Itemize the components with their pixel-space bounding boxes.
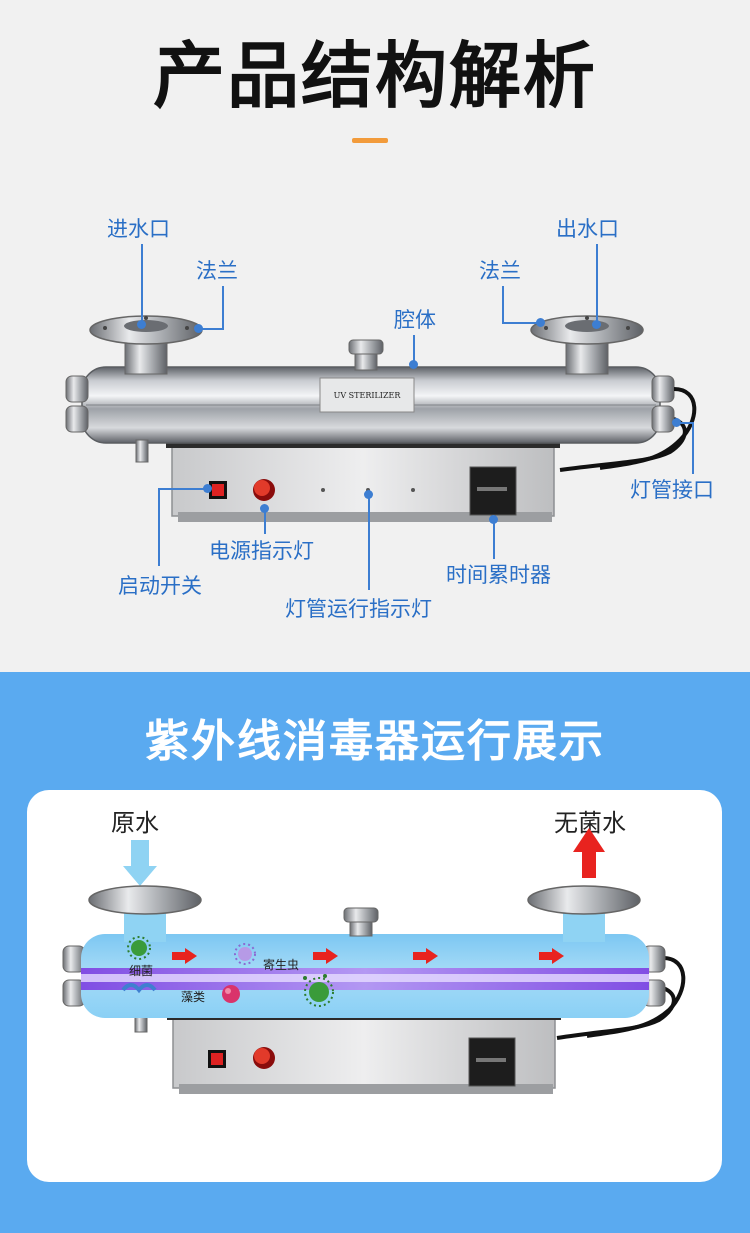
- leader-timer: [493, 519, 495, 559]
- page-title: 产品结构解析: [152, 34, 597, 118]
- label-start-switch: 启动开关: [118, 574, 202, 598]
- label-parasite: 寄生虫: [263, 958, 300, 972]
- leader-lamp-indicator: [368, 494, 370, 590]
- leader-flange-left: [222, 286, 224, 330]
- red-germ-icon: [222, 985, 240, 1003]
- leader-chamber: [413, 335, 415, 363]
- leader-flange-right: [502, 286, 504, 324]
- leader-flange-right-h: [502, 322, 540, 324]
- pointer-flange-right: [536, 318, 545, 327]
- parasite-icon: [234, 943, 256, 965]
- structure-section: 产品结构解析: [65, 34, 714, 621]
- algae-icon: [121, 983, 157, 994]
- label-power-indicator: 电源指示灯: [209, 539, 314, 563]
- label-chamber: 腔体: [394, 308, 436, 332]
- pointer-start-switch: [203, 484, 212, 493]
- leader-power-indicator: [264, 508, 266, 534]
- pointer-outlet: [592, 320, 601, 329]
- label-inlet: 进水口: [107, 217, 170, 241]
- demo-illustration: [62, 828, 686, 1094]
- pointer-flange-left: [194, 324, 203, 333]
- demo-title: 紫外线消毒器运行展示: [145, 716, 605, 767]
- demo-card: 原水 无菌水: [27, 790, 722, 1182]
- pointer-chamber: [409, 360, 418, 369]
- label-flange-right: 法兰: [479, 259, 521, 283]
- label-algae: 藻类: [181, 990, 206, 1004]
- green-virus-icon: [303, 974, 334, 1007]
- leader-lamp-connector: [692, 422, 694, 474]
- label-raw-water: 原水: [111, 809, 159, 837]
- leader-inlet: [141, 244, 143, 324]
- label-lamp-indicator: 灯管运行指示灯: [285, 597, 432, 621]
- leader-start-switch: [158, 488, 160, 566]
- title-underline: [352, 138, 388, 143]
- uv-sterilizer-plate: UV STERILIZER: [334, 391, 402, 400]
- leader-start-switch-h: [158, 488, 206, 490]
- label-flange-left: 法兰: [196, 259, 238, 283]
- label-bacteria: 细菌: [129, 964, 154, 978]
- leader-flange-left-h: [198, 328, 224, 330]
- demo-section: 紫外线消毒器运行展示 原水 无菌水: [0, 672, 750, 1233]
- leader-outlet: [596, 244, 598, 324]
- bacteria-icon: [127, 936, 151, 960]
- label-timer: 时间累时器: [446, 563, 551, 587]
- sterilizer-illustration: UV STERILIZER: [65, 315, 697, 522]
- label-lamp-connector: 灯管接口: [630, 478, 714, 502]
- leader-lamp-connector-h: [676, 422, 694, 424]
- pointer-inlet: [137, 320, 146, 329]
- label-outlet: 出水口: [556, 217, 619, 241]
